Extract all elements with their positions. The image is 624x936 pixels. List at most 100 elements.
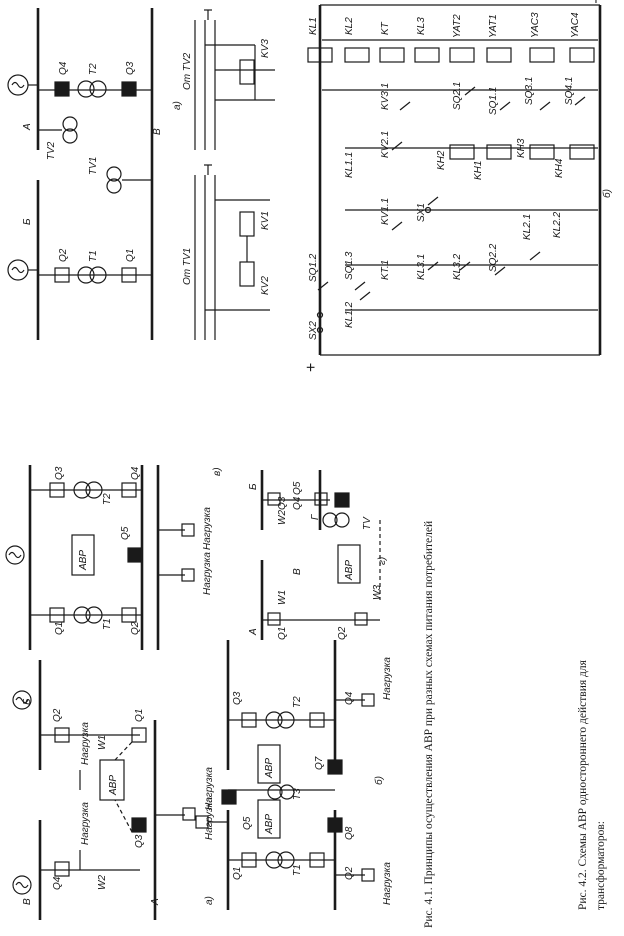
fig42-caption-line2: трансформаторов: xyxy=(595,821,607,910)
fig42b-coil-kt: KT xyxy=(380,21,391,35)
fig42b-coil-kh3: KH3 xyxy=(516,138,527,158)
fig42a-sublabel: а) xyxy=(172,101,183,110)
fig42b-sublabel: б) xyxy=(601,189,613,198)
fig42b-coil-kh1: KH1 xyxy=(473,161,484,180)
fig42b-coil-kl1: KL1 xyxy=(308,17,319,35)
fig41g-q4: Q4 xyxy=(292,496,303,510)
fig41g-sublabel: г) xyxy=(377,557,388,565)
fig41g-avr: АВР xyxy=(344,560,355,581)
fig42b-coil-yac4: YAC4 xyxy=(570,12,581,38)
fig41b-avr-1: АВР xyxy=(264,758,275,779)
fig41b-t1: Т1 xyxy=(292,864,303,876)
fig41b-q3: Q3 xyxy=(232,691,243,705)
fig42b-contact-sq2-2: SQ2.2 xyxy=(488,243,499,272)
fig41b-q1: Q1 xyxy=(232,867,243,880)
fig42a-label-q4: Q4 xyxy=(58,61,69,75)
fig42a-from-tv1: От TV1 xyxy=(182,248,193,285)
fig41v-q3: Q3 xyxy=(54,466,65,480)
fig42b-coil-yat1: YAT1 xyxy=(488,14,499,38)
fig41a-load-1: Нагрузка xyxy=(80,802,91,845)
fig42b-contact-sq2-1: SQ2.1 xyxy=(452,82,463,110)
fig41b-t3: Т3 xyxy=(292,788,303,800)
fig42b-contact-kl1-2: KL1.2 xyxy=(344,301,355,328)
fig42b-plus: + xyxy=(303,363,320,372)
fig42b-coil-kl3: KL3 xyxy=(416,17,427,35)
fig41a-q2: Q2 xyxy=(52,708,63,722)
fig42a-label-bus-v: В xyxy=(152,128,163,135)
fig41g-bus-g: Г xyxy=(310,513,321,520)
fig42b-contact-kl1-1: KL1.1 xyxy=(344,152,355,178)
fig42a-label-tv1: TV1 xyxy=(88,157,99,175)
fig41b-q8: Q8 xyxy=(344,826,355,840)
fig42b-contact-sq4-1: SQ4.1 xyxy=(564,77,575,105)
fig42-caption-line1: Рис. 4.2. Схемы АВР одностороннего дейст… xyxy=(577,659,589,910)
fig42a-relays: От TV2 KV3 От TV1 KV1 KV2 xyxy=(182,9,275,340)
fig42b-contact-kv2-1: KV2.1 xyxy=(380,131,391,158)
fig42b-coil-yac3: YAC3 xyxy=(530,12,541,38)
fig41g: А Б В Г Q1 Q2 Q3 Q4 Q5 W1 W2 W3 АВР TV г… xyxy=(248,470,388,640)
fig42b-ladder: + – б) KL1 KL2 KT KL3 YAT2 YAT1 YAC3 YAC… xyxy=(303,0,613,372)
fig41a-w1: W1 xyxy=(97,735,108,750)
fig41g-w3: W3 xyxy=(372,585,383,600)
fig41b-t2: Т2 xyxy=(292,696,303,708)
fig41b-avr-2: АВР xyxy=(264,814,275,835)
fig41a-sublabel: а) xyxy=(204,896,215,905)
fig42a-label-kv1: KV1 xyxy=(260,211,271,230)
fig42b-contact-kv1-1: KV1.1 xyxy=(380,198,391,225)
fig42a-label-kv2: KV2 xyxy=(260,276,271,295)
fig42a-primary: Q4 Q3 Q2 Q1 Т2 Т1 TV2 TV1 А Б В а) xyxy=(7,8,183,340)
fig41g-tv: TV xyxy=(362,516,373,530)
fig42b-contact-kv3-1: KV3.1 xyxy=(380,83,391,110)
fig41v: Q1 Q2 Q3 Q4 Q5 Т1 Т2 АВР Нагрузка Нагруз… xyxy=(5,465,223,650)
fig42b-contact-kl3-2: KL3.2 xyxy=(452,253,463,280)
fig41a-w2: W2 xyxy=(97,875,108,890)
fig42a-label-t2: Т2 xyxy=(88,63,99,75)
fig41a-q3: Q3 xyxy=(134,834,145,848)
fig42b-contact-sq1-2: SQ1.2 xyxy=(308,253,319,282)
fig41a-q4: Q4 xyxy=(52,876,63,890)
fig41a-load-2: Нагрузка xyxy=(80,722,91,765)
fig42b-coil-yat2: YAT2 xyxy=(452,14,463,38)
fig41g-bus-b: Б xyxy=(248,483,259,490)
fig42a-label-q3: Q3 xyxy=(125,61,136,75)
fig41b-q5: Q5 xyxy=(242,816,253,830)
fig41v-q1: Q1 xyxy=(54,622,65,635)
fig42b-coil-kl2: KL2 xyxy=(344,17,355,35)
fig41b-q2: Q2 xyxy=(344,866,355,880)
fig41g-q5: Q5 xyxy=(292,481,303,495)
fig41v-q2: Q2 xyxy=(130,621,141,635)
fig41g-w2: W2 xyxy=(277,510,288,525)
fig42b-contact-sq1-3: SQ1.3 xyxy=(344,251,355,280)
fig41v-t2: Т2 xyxy=(102,493,113,505)
fig42a-label-bus-a: А xyxy=(22,123,33,131)
fig41a-load-3: Нагрузка xyxy=(204,797,215,840)
fig41a: В Б А Q4 Q2 Q3 Q1 W2 W1 АВР Нагрузка Наг… xyxy=(12,660,215,920)
fig41g-w1: W1 xyxy=(277,590,288,605)
fig41v-avr: АВР xyxy=(78,550,89,571)
fig42a-from-tv2: От TV2 xyxy=(182,52,193,90)
fig41g-q2: Q2 xyxy=(337,626,348,640)
fig42b-contact-kt1: KT.1 xyxy=(380,260,391,280)
fig41g-q3: Q3 xyxy=(277,496,288,510)
fig41b-sublabel: б) xyxy=(373,776,385,785)
fig41b-load-3: Нагрузка xyxy=(382,862,393,905)
fig42b-contact-kl3-1: KL3.1 xyxy=(416,254,427,280)
fig42b-contact-sq1-1: SQ1.1 xyxy=(488,87,499,115)
fig41b-q4: Q4 xyxy=(344,691,355,705)
fig41a-bus-v: В xyxy=(22,898,33,905)
fig41v-load-2: Нагрузка xyxy=(202,552,213,595)
fig41-caption: Рис. 4.1. Принципы осуществления АВР при… xyxy=(423,521,435,928)
fig42a-label-tv2: TV2 xyxy=(46,141,57,160)
fig42a-label-t1: Т1 xyxy=(88,250,99,262)
fig42b-coil-kh2: KH2 xyxy=(436,150,447,170)
fig41a-node-a: А xyxy=(150,898,161,906)
fig42b-contact-kl2-2: KL2.2 xyxy=(552,211,563,238)
fig42a-label-bus-b: Б xyxy=(22,218,33,225)
fig42b-minus: – xyxy=(587,0,604,3)
fig42a-label-q1: Q1 xyxy=(125,249,136,262)
fig41g-bus-v: В xyxy=(292,568,303,575)
fig41v-q5: Q5 xyxy=(120,526,131,540)
fig42a-label-q2: Q2 xyxy=(58,248,69,262)
fig41b-load-2: Нагрузка xyxy=(382,657,393,700)
